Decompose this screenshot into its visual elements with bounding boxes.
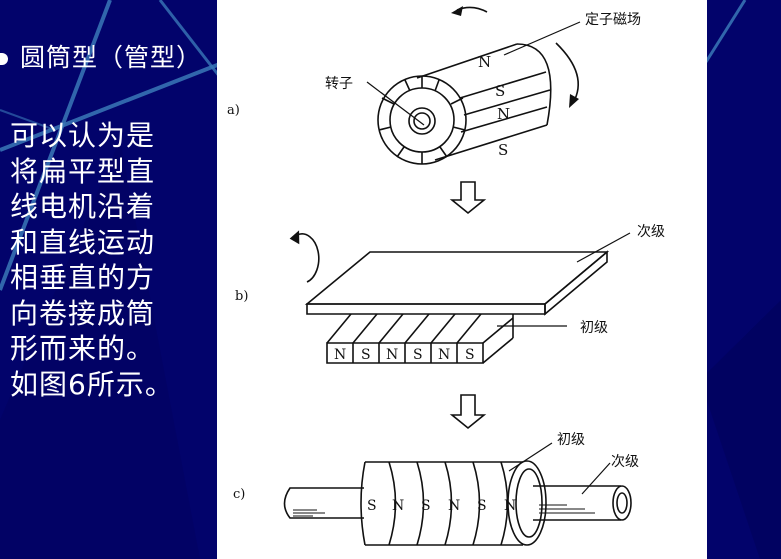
pole-label: N: [386, 347, 398, 363]
pole-label: N: [448, 498, 460, 514]
body-line: 如图6所示。: [10, 367, 174, 401]
pole-label: N: [478, 53, 491, 71]
body-line: 可以认为是: [10, 119, 156, 152]
stator-field-label: 定子磁场: [585, 12, 641, 28]
pole-label: S: [367, 498, 377, 514]
body-line: 和直线运动: [10, 225, 156, 259]
body-line: 线电机沿着: [10, 190, 156, 223]
pole-label: S: [465, 347, 475, 363]
pole-label: S: [361, 347, 371, 363]
pole-label: S: [413, 347, 423, 363]
panel-a-cylinder: [366, 6, 581, 165]
pole-label: N: [392, 498, 404, 514]
pole-label: N: [438, 347, 450, 363]
primary-label: 初级: [580, 319, 608, 336]
pole-label: S: [421, 498, 431, 514]
slide-body-text: 可以认为是 将扁平型直 线电机沿着 和直线运动 相垂直的方 向卷接成筒 形而来的…: [10, 118, 210, 402]
pole-label: S: [498, 141, 508, 159]
body-line: 相垂直的方: [10, 261, 156, 294]
bullet-icon: [0, 53, 8, 65]
pole-label: N: [504, 498, 516, 514]
pole-label: N: [497, 105, 510, 123]
slide-title: 圆筒型（管型）: [0, 38, 202, 78]
down-arrow-icon: [449, 181, 487, 215]
body-line: 向卷接成筒: [10, 296, 156, 330]
primary-label: 初级: [557, 431, 585, 448]
secondary-label: 次级: [611, 454, 639, 470]
pole-label: N: [334, 347, 346, 363]
title-text: 圆筒型（管型）: [20, 43, 203, 72]
secondary-label: 次级: [637, 224, 665, 240]
panel-a-label: a): [227, 103, 240, 118]
panel-b-flat-motor: [289, 230, 631, 364]
body-line: 将扁平型直: [10, 154, 156, 188]
panel-b-label: b): [235, 289, 248, 304]
body-line: 形而来的。: [10, 332, 156, 365]
figure-panel: a) 定子磁场 转子 N S N S b) 次级 初级 N S N S N S …: [217, 0, 707, 559]
linear-motor-diagram: a) 定子磁场 转子 N S N S b) 次级 初级 N S N S N S …: [227, 6, 665, 546]
pole-label: S: [495, 82, 505, 100]
down-arrow-icon: [449, 394, 487, 430]
panel-c-label: c): [233, 487, 245, 502]
panel-c-tubular-motor: [283, 442, 632, 546]
pole-label: S: [477, 498, 487, 514]
rotor-label: 转子: [325, 76, 353, 92]
diagram-labels: a) 定子磁场 转子 N S N S b) 次级 初级 N S N S N S …: [227, 12, 665, 514]
